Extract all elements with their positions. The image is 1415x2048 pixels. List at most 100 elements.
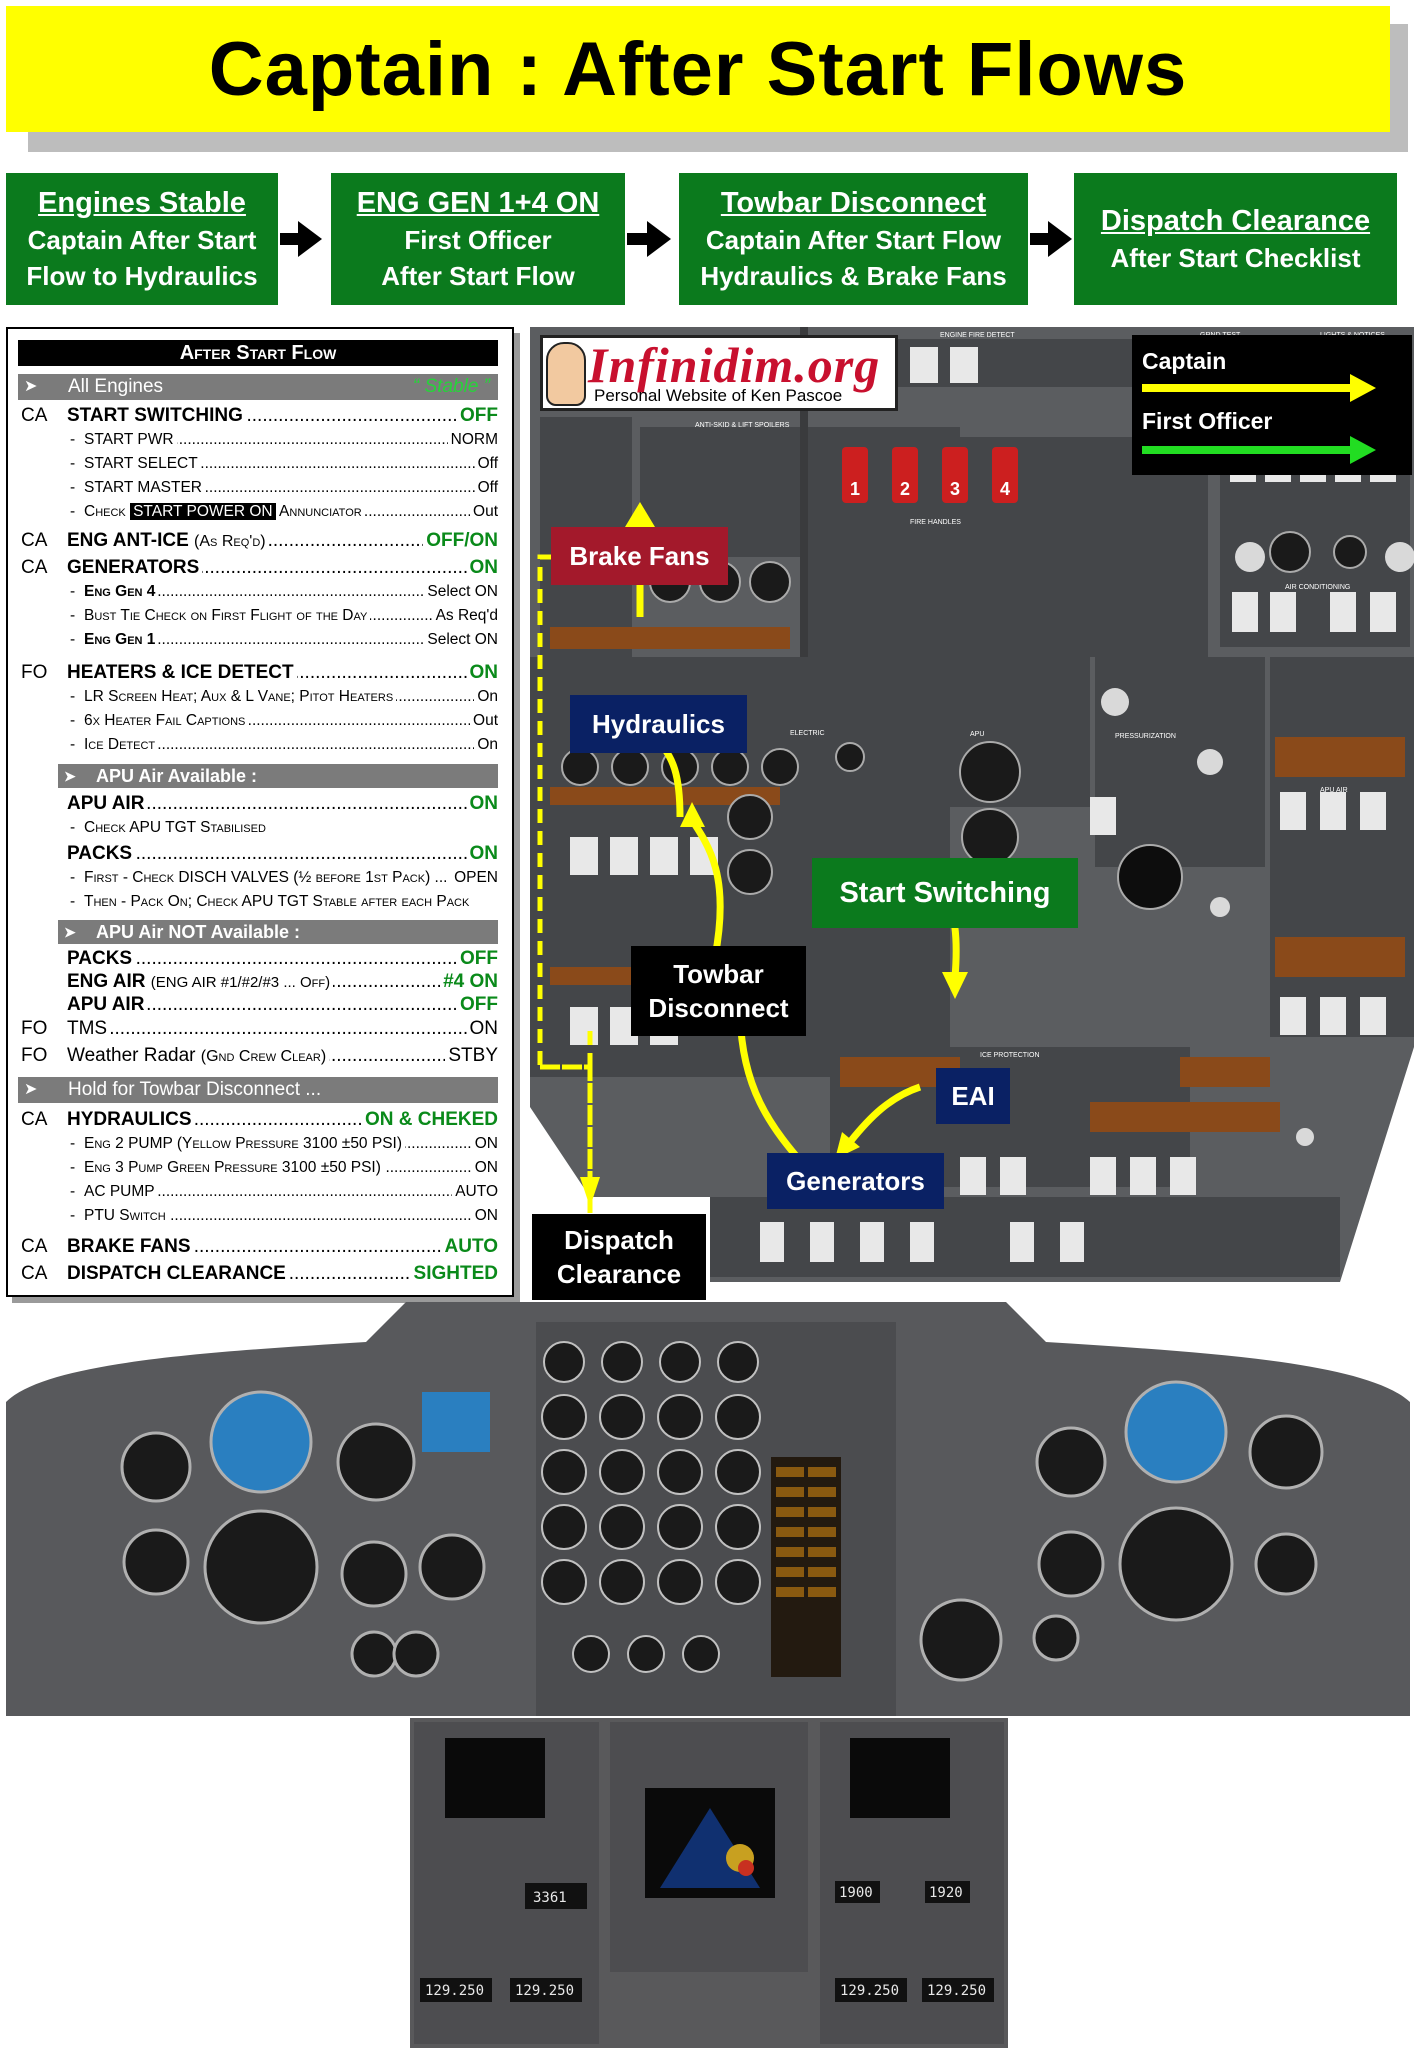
legend-fo-line xyxy=(1142,446,1352,454)
title-banner: Captain : After Start Flows xyxy=(6,6,1390,132)
subitem-label: START MASTER xyxy=(84,479,205,497)
arrow-down-icon xyxy=(580,1177,600,1207)
checklist-item-packs-off: ........................................… xyxy=(67,948,498,970)
item-value: SIGHTED xyxy=(410,1263,498,1285)
fire-handle-row xyxy=(842,447,1018,503)
switch xyxy=(910,1222,934,1262)
checklist-item-eng-air: ........................................… xyxy=(18,971,498,995)
section-label: Hold for Towbar Disconnect ... xyxy=(68,1079,322,1100)
subitem-label: PTU Switch xyxy=(84,1207,169,1225)
item-label: Weather Radar (Gnd Crew Clear) xyxy=(67,1045,330,1067)
gauge-dial xyxy=(727,794,773,840)
gauge-dial xyxy=(657,1559,703,1605)
subitem-value: Out xyxy=(470,712,498,730)
subitem-label: Eng Gen 1 xyxy=(84,631,159,649)
section-label: APU Air NOT Available : xyxy=(96,922,301,942)
gauge-dial xyxy=(717,1341,759,1383)
panel-title: ELECTRIC xyxy=(790,730,825,737)
gauge-dial xyxy=(541,1449,587,1495)
checklist-subitem: -.......................................… xyxy=(70,1159,498,1177)
subitem-label-post: Annunciator xyxy=(279,503,362,520)
subitem-value: Off xyxy=(474,455,498,473)
item-value: ON xyxy=(466,843,498,865)
gauge-dial xyxy=(561,748,599,786)
knob xyxy=(1210,897,1230,917)
switch xyxy=(570,837,598,875)
gauge-dial xyxy=(392,1630,440,1678)
switch xyxy=(1090,1157,1116,1195)
item-label: APU AIR xyxy=(67,793,148,815)
dispatch-flow-path xyxy=(540,1064,593,1177)
subitem-label: Check START POWER ON Annunciator xyxy=(84,503,365,521)
annunciator-row xyxy=(1180,1057,1270,1087)
arrow-right-icon xyxy=(1350,436,1376,464)
fire-handle-number: 3 xyxy=(950,479,960,499)
knob xyxy=(1296,1128,1314,1146)
subitem-value: Select ON xyxy=(424,583,498,601)
flow-arrow-icon xyxy=(298,221,322,257)
gauge-dial xyxy=(682,1635,720,1673)
subitem-value: On xyxy=(474,736,498,754)
switch xyxy=(1000,1157,1026,1195)
item-label: HYDRAULICS xyxy=(67,1109,195,1131)
item-value: OFF xyxy=(457,948,498,970)
subitem-label: START SELECT xyxy=(84,455,201,473)
panel-title: APU AIR xyxy=(1320,787,1348,794)
annunciator-grid xyxy=(776,1467,836,1597)
annunciator-row xyxy=(550,627,790,649)
flow-line: Flow to Hydraulics xyxy=(26,260,258,291)
checklist-item-tms: FO .....................................… xyxy=(21,1018,498,1040)
checklist-subitem: -.......................................… xyxy=(70,607,498,625)
gauge-dial xyxy=(601,1341,643,1383)
weather-return xyxy=(738,1860,754,1876)
gauge-dial xyxy=(1032,1614,1080,1662)
switch xyxy=(1360,997,1386,1035)
section-apu-not-available: ➤ APU Air NOT Available : xyxy=(58,920,498,944)
arrow-right-icon xyxy=(1350,374,1376,402)
subitem-label: Eng 3 Pump Green Pressure 3100 ±50 PSI) xyxy=(84,1159,384,1177)
panel-title: PRESSURIZATION xyxy=(1115,733,1176,740)
switch xyxy=(1232,592,1258,632)
item-value: OFF xyxy=(457,405,498,427)
vsi xyxy=(340,1540,408,1608)
crew-role: FO xyxy=(21,1045,48,1066)
legend-fo-label: First Officer xyxy=(1142,408,1273,434)
switch xyxy=(910,347,938,383)
subitem-label: Check APU TGT Stabilised xyxy=(84,819,269,837)
item-value: ON xyxy=(466,793,498,815)
gauge-dial xyxy=(599,1394,645,1440)
flow-line: Captain After Start Flow xyxy=(705,224,1002,255)
captain-instruments xyxy=(120,1390,486,1678)
cdu-screen-left xyxy=(445,1738,545,1818)
checklist-item-apu-air-off: ........................................… xyxy=(67,994,498,1016)
gauge-dial xyxy=(418,1533,486,1601)
fo-instruments xyxy=(919,1380,1324,1682)
page-title: Captain : After Start Flows xyxy=(208,26,1188,112)
item-label: TMS xyxy=(67,1018,111,1040)
flow-line: Hydraulics & Brake Fans xyxy=(700,260,1007,291)
section-label: All Engines xyxy=(68,376,164,397)
gauge-dial xyxy=(835,742,865,772)
flow-line: Captain After Start xyxy=(27,224,257,255)
hsi xyxy=(203,1509,319,1625)
switch xyxy=(1320,792,1346,830)
arrow-right-icon: ➤ xyxy=(24,1081,38,1098)
gauge-dial xyxy=(611,748,649,786)
logo-subtitle: Personal Website of Ken Pascoe xyxy=(594,386,843,405)
gauge-dial xyxy=(749,561,791,603)
flow-heading: Towbar Disconnect xyxy=(720,186,987,219)
checklist-header: After Start Flow xyxy=(18,340,498,366)
center-pedestal: 3361 1900 1920 129.250 129.250 129.250 1… xyxy=(410,1718,1008,2048)
checklist-subitem: - First - Check DISCH VALVES (½ before 1… xyxy=(70,869,498,887)
gauge-dial xyxy=(541,1394,587,1440)
label-towbar-disconnect: Towbar Disconnect xyxy=(631,946,806,1036)
subitem-value: AUTO xyxy=(452,1183,498,1201)
label-eai: EAI xyxy=(936,1068,1010,1124)
panel-title: FIRE HANDLES xyxy=(910,519,961,526)
knob-cluster xyxy=(1101,542,1414,1146)
legend-captain-line xyxy=(1142,384,1352,392)
gauge-dial xyxy=(715,1559,761,1605)
item-label: START SWITCHING xyxy=(67,405,246,427)
com-frequency: 129.250 xyxy=(515,1983,574,1999)
annunciator-row xyxy=(1090,1102,1280,1132)
